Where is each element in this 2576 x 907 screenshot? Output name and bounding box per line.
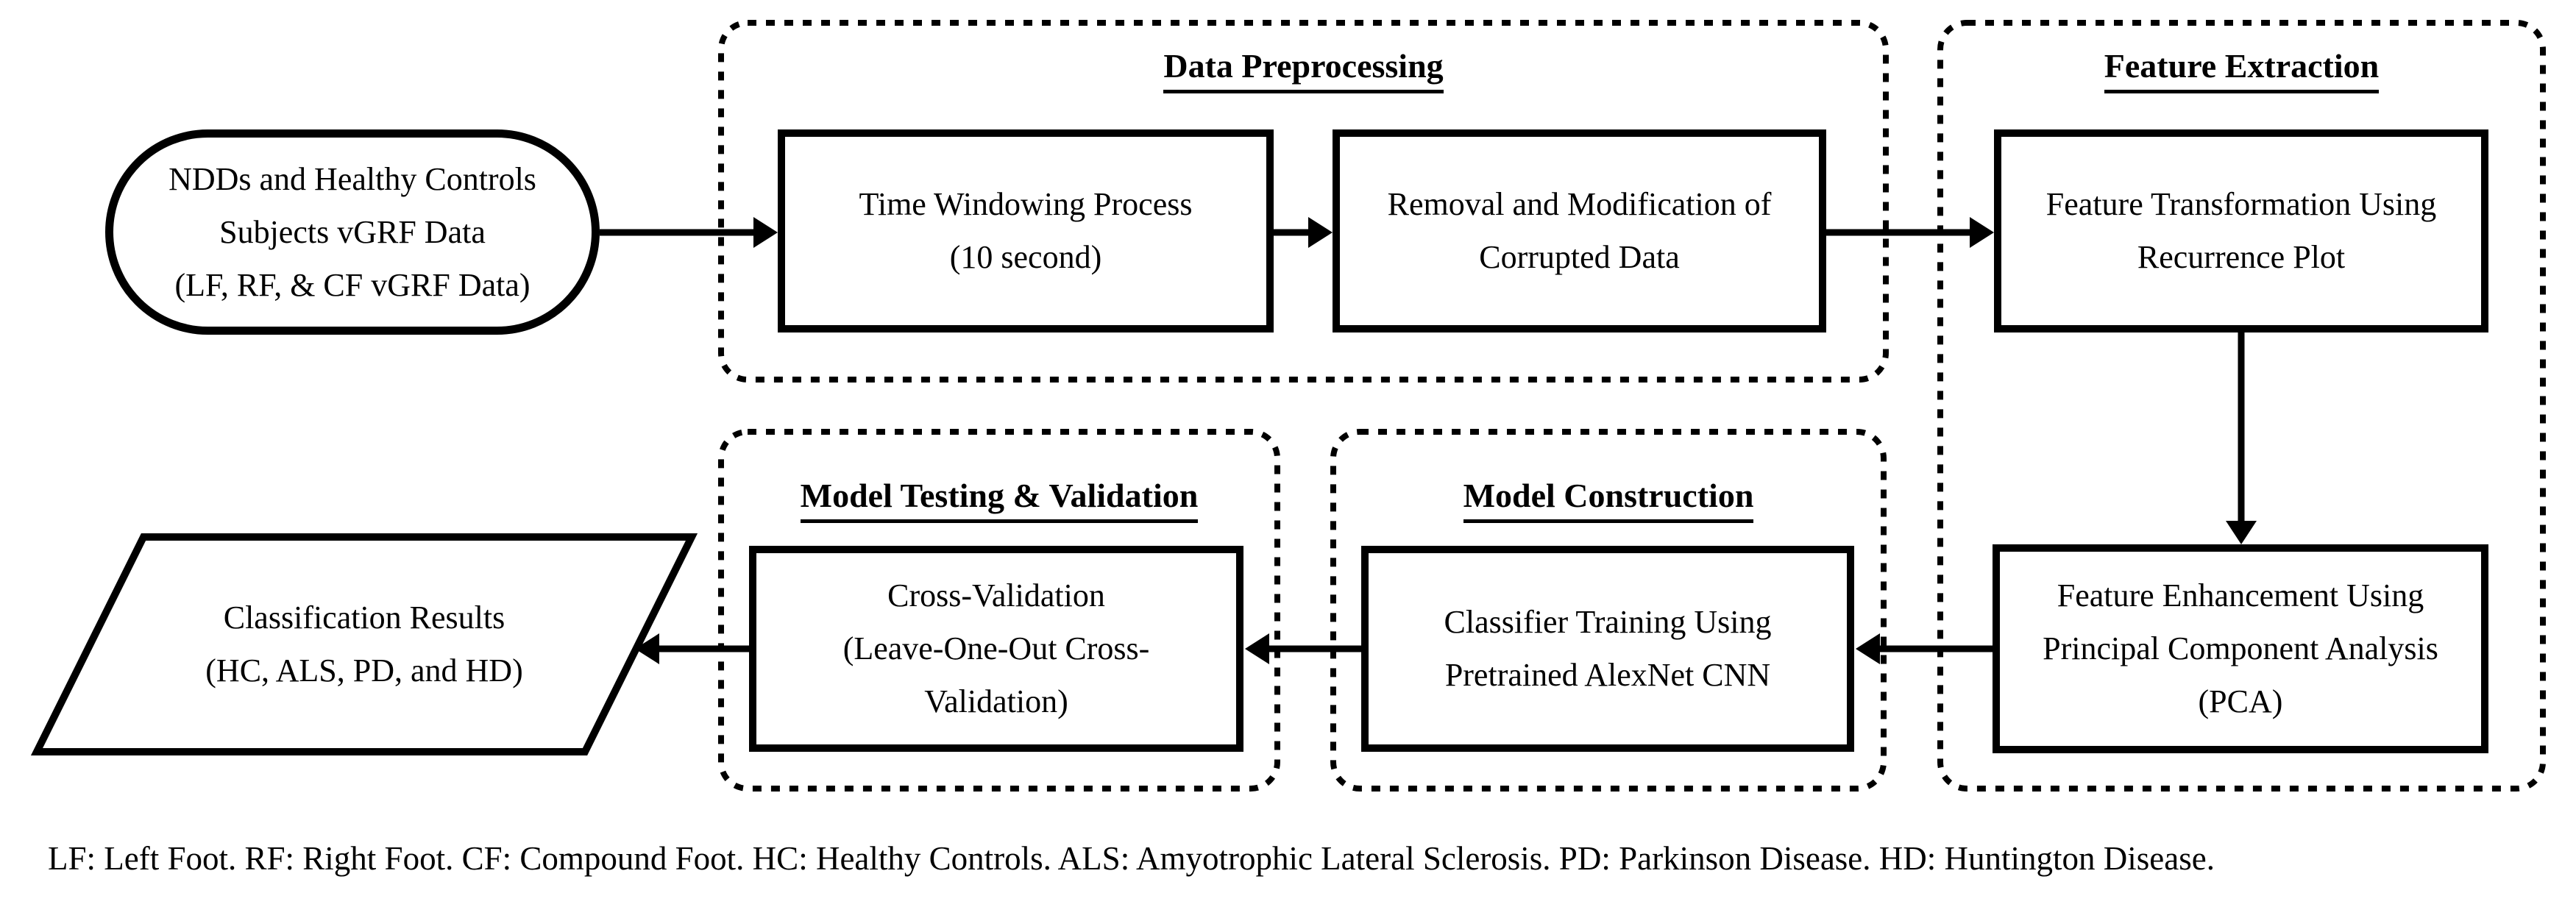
node-classifier-training-text: Classifier Training Using Pretrained Ale…	[1444, 596, 1772, 702]
node-feature-transformation-text: Feature Transformation Using Recurrence …	[2046, 178, 2436, 284]
arrow-classifier-to-cross-validation	[1245, 633, 1361, 664]
node-text-line: Principal Component Analysis	[2043, 630, 2438, 666]
arrow-time-windowing-to-removal	[1274, 217, 1333, 248]
node-removal: Removal and Modification of Corrupted Da…	[1333, 129, 1826, 332]
node-text-line: (PCA)	[2198, 683, 2283, 719]
node-text-line: Pretrained AlexNet CNN	[1444, 657, 1771, 693]
node-text-line: Subjects vGRF Data	[219, 213, 486, 250]
container-feature-extraction-border	[1937, 20, 2546, 792]
node-text-line: (HC, ALS, PD, and HD)	[205, 652, 523, 689]
container-title-model-testing-validation: Model Testing & Validation	[721, 475, 1277, 523]
node-feature-enhancement: Feature Enhancement Using Principal Comp…	[1993, 544, 2488, 753]
container-title-feature-extraction: Feature Extraction	[1940, 46, 2543, 93]
node-cross-validation: Cross-Validation (Leave-One-Out Cross- V…	[749, 546, 1243, 752]
node-text-line: Classification Results	[223, 600, 505, 636]
node-text-line: NDDs and Healthy Controls	[168, 160, 536, 197]
container-title-data-preprocessing: Data Preprocessing	[721, 46, 1886, 93]
node-classification-results: Classification Results (HC, ALS, PD, and…	[107, 537, 622, 752]
node-classification-results-text: Classification Results (HC, ALS, PD, and…	[205, 591, 522, 697]
node-text-line: Feature Transformation Using	[2045, 186, 2437, 222]
node-text-line: (Leave-One-Out Cross-	[842, 630, 1150, 666]
node-text-line: (LF, RF, & CF vGRF Data)	[174, 266, 531, 303]
node-classifier-training: Classifier Training Using Pretrained Ale…	[1361, 546, 1854, 752]
container-data-preprocessing-border	[718, 20, 1889, 383]
node-text-line: Classifier Training Using	[1444, 604, 1772, 640]
node-text-line: Validation)	[924, 683, 1068, 719]
arrow-enhancement-to-classifier	[1856, 633, 1993, 664]
node-time-windowing-text: Time Windowing Process (10 second)	[859, 178, 1193, 284]
abbreviation-legend: LF: Left Foot. RF: Right Foot. CF: Compo…	[48, 840, 2215, 877]
node-text-line: Removal and Modification of	[1387, 186, 1772, 222]
node-input: NDDs and Healthy Controls Subjects vGRF …	[105, 129, 600, 335]
node-feature-transformation: Feature Transformation Using Recurrence …	[1994, 129, 2488, 332]
node-removal-text: Removal and Modification of Corrupted Da…	[1388, 178, 1772, 284]
node-feature-enhancement-text: Feature Enhancement Using Principal Comp…	[2043, 569, 2438, 728]
node-text-line: Cross-Validation	[887, 577, 1105, 613]
node-text-line: (10 second)	[949, 239, 1102, 275]
arrow-feature-transformation-to-enhancement	[2226, 332, 2257, 544]
node-text-line: Recurrence Plot	[2137, 239, 2346, 275]
node-time-windowing: Time Windowing Process (10 second)	[778, 129, 1274, 332]
node-text-line: Corrupted Data	[1479, 239, 1680, 275]
node-classification-results-shape	[30, 533, 698, 755]
arrow-input-to-time-windowing	[600, 217, 778, 248]
node-cross-validation-text: Cross-Validation (Leave-One-Out Cross- V…	[843, 569, 1150, 728]
arrow-removal-to-feature-transformation	[1826, 217, 1994, 248]
arrow-cross-validation-to-results	[635, 633, 749, 664]
node-input-text: NDDs and Healthy Controls Subjects vGRF …	[168, 153, 536, 312]
container-model-testing-validation-border	[718, 429, 1280, 792]
node-text-line: Feature Enhancement Using	[2057, 577, 2424, 613]
container-title-model-construction: Model Construction	[1333, 475, 1884, 523]
node-text-line: Time Windowing Process	[859, 186, 1193, 222]
